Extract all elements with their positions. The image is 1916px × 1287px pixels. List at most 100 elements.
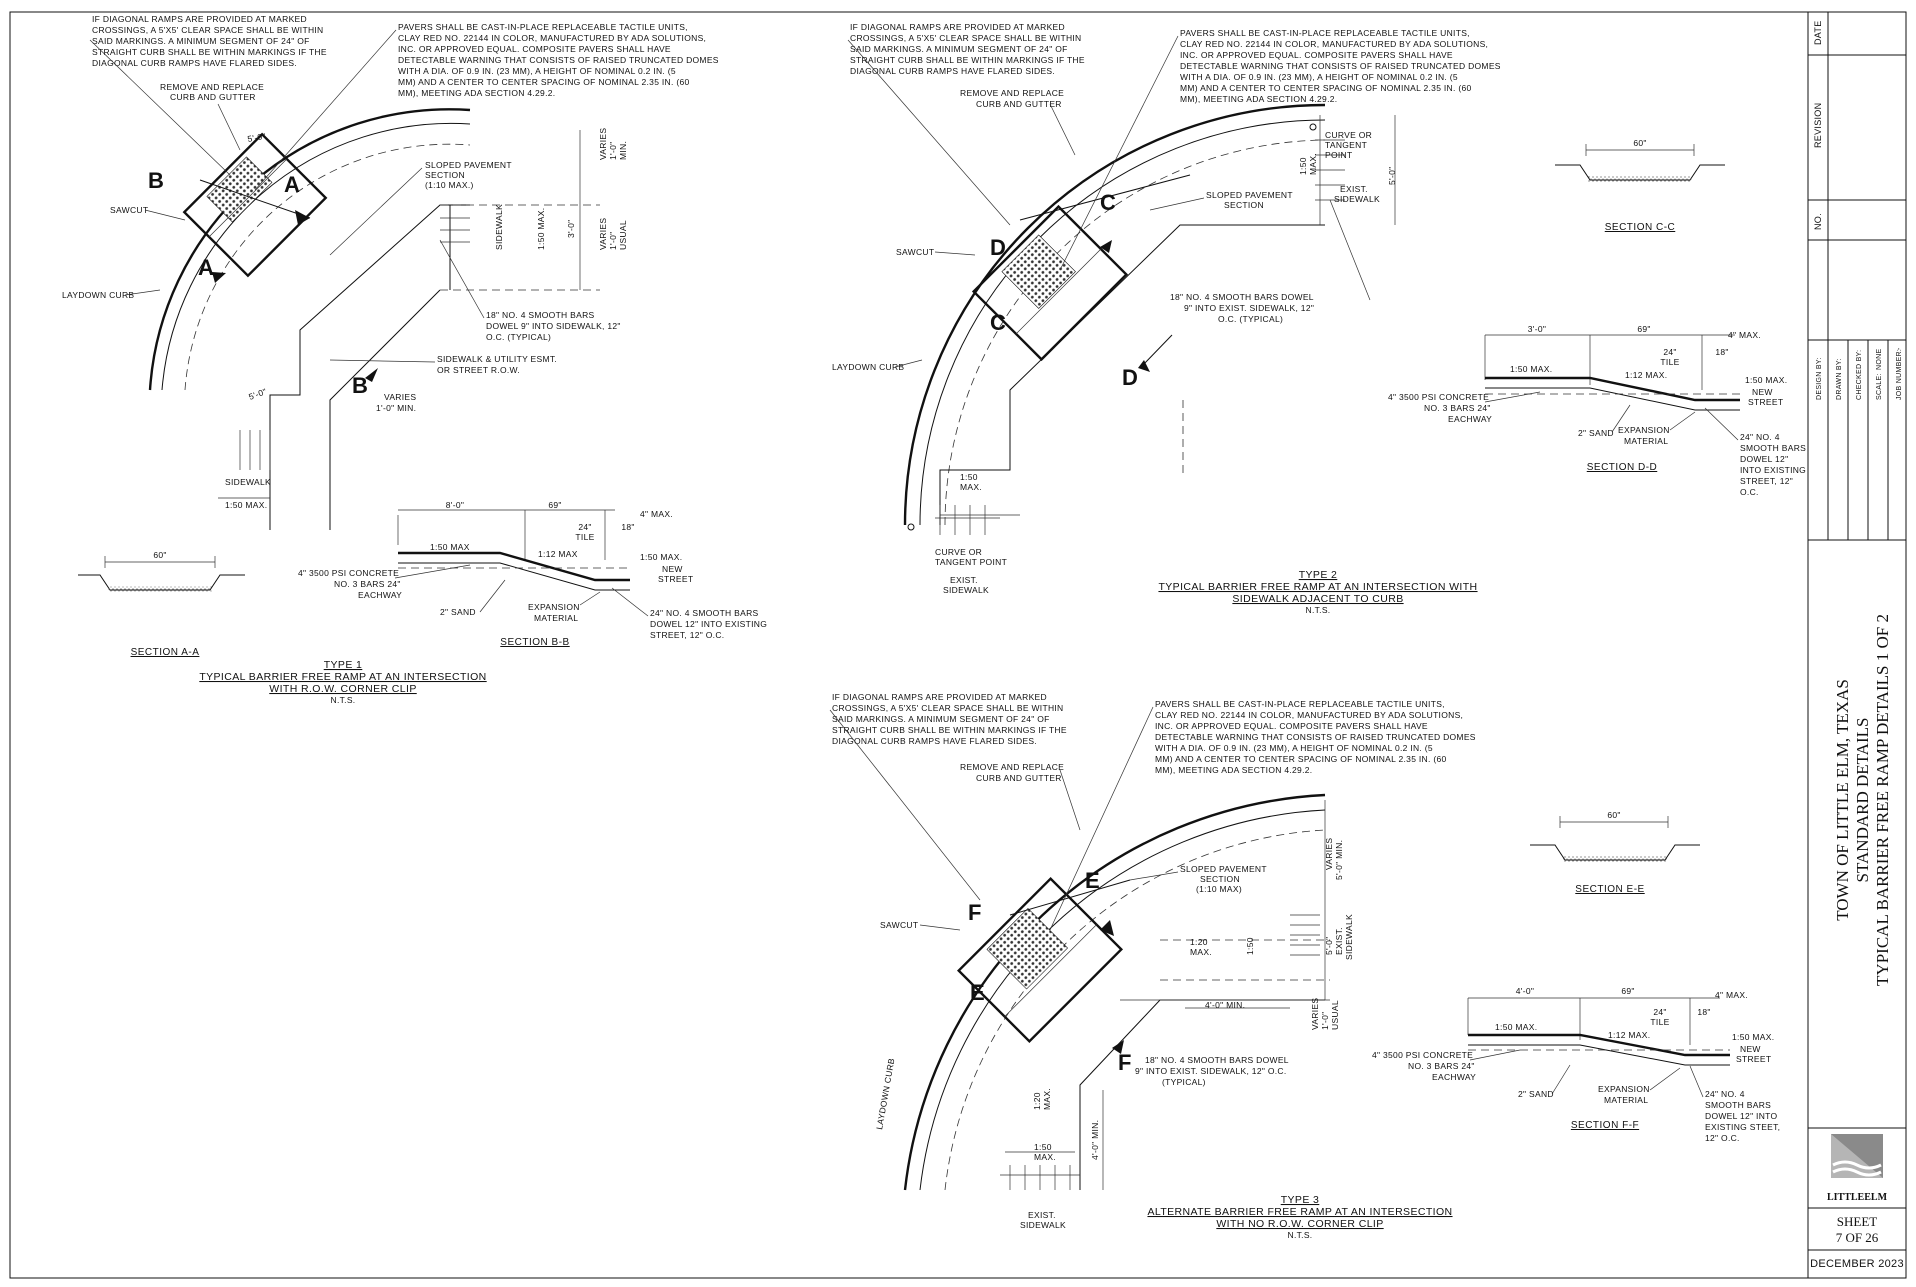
svg-text:IF DIAGONAL RAMPS ARE PROVIDED: IF DIAGONAL RAMPS ARE PROVIDED AT MARKED bbox=[832, 692, 1047, 702]
t1-remove-1: REMOVE AND REPLACE bbox=[160, 82, 264, 92]
svg-text:1:50 MAX.: 1:50 MAX. bbox=[1510, 364, 1552, 374]
svg-text:PAVERS SHALL BE CAST-IN-PLACE: PAVERS SHALL BE CAST-IN-PLACE REPLACEABL… bbox=[398, 22, 688, 32]
svg-text:1:12 MAX.: 1:12 MAX. bbox=[1608, 1030, 1650, 1040]
info-checked-by: CHECKED BY: bbox=[1856, 350, 1863, 400]
t3-exist-v1: EXIST. bbox=[1334, 927, 1344, 955]
project-title: TOWN OF LITTLE ELM, TEXAS bbox=[1833, 679, 1852, 921]
t3-dim5-v: 5'-0" bbox=[1324, 937, 1334, 955]
t2-exist-b1: EXIST. bbox=[950, 575, 978, 585]
svg-text:CROSSINGS, A 5'X5' CLEAR SPACE: CROSSINGS, A 5'X5' CLEAR SPACE SHALL BE … bbox=[92, 25, 324, 35]
svg-text:69": 69" bbox=[1637, 324, 1650, 334]
svg-text:24": 24" bbox=[1663, 347, 1676, 357]
t3-dowel-3: (TYPICAL) bbox=[1162, 1077, 1206, 1087]
svg-text:MM) AND A CENTER TO CENTER SPA: MM) AND A CENTER TO CENTER SPACING OF NO… bbox=[1155, 754, 1447, 764]
t1-varies-top-1: VARIES bbox=[598, 128, 608, 160]
svg-text:DIAGONAL CURB RAMPS HAVE FLARE: DIAGONAL CURB RAMPS HAVE FLARED SIDES. bbox=[832, 736, 1037, 746]
svg-text:PAVERS SHALL BE CAST-IN-PLACE: PAVERS SHALL BE CAST-IN-PLACE REPLACEABL… bbox=[1180, 28, 1470, 38]
svg-text:EXPANSION: EXPANSION bbox=[1618, 425, 1670, 435]
svg-text:3'-0": 3'-0" bbox=[1528, 324, 1546, 334]
t2-exist-2: SIDEWALK bbox=[1334, 194, 1380, 204]
t3-remove-2: CURB AND GUTTER bbox=[976, 773, 1062, 783]
svg-text:CLAY RED NO. 22144 IN COLOR, M: CLAY RED NO. 22144 IN COLOR, MANUFACTURE… bbox=[1155, 710, 1463, 720]
svg-text:EXISTING STEET,: EXISTING STEET, bbox=[1705, 1122, 1780, 1132]
t1-laydown: LAYDOWN CURB bbox=[62, 290, 134, 300]
info-job-number: JOB NUMBER: bbox=[1896, 349, 1903, 400]
svg-text:TILE: TILE bbox=[1650, 1017, 1669, 1027]
svg-text:SAID MARKINGS. A MINIMUM SEGM: SAID MARKINGS. A MINIMUM SEGMENT OF 24" … bbox=[832, 714, 1050, 724]
t2-slope-v1b: MAX. bbox=[1308, 153, 1318, 175]
type3-title: TYPE 3 ALTERNATE BARRIER FREE RAMP AT AN… bbox=[1147, 1194, 1452, 1240]
t1-varies-top-2: 1'-0" bbox=[608, 142, 618, 160]
svg-text:MATERIAL: MATERIAL bbox=[1624, 436, 1668, 446]
t2-curve-b1: CURVE OR bbox=[935, 547, 982, 557]
svg-text:N.T.S.: N.T.S. bbox=[331, 695, 356, 705]
sheet-number: 7 OF 26 bbox=[1836, 1230, 1879, 1245]
svg-text:SIDEWALK ADJACENT TO CURB: SIDEWALK ADJACENT TO CURB bbox=[1232, 593, 1403, 605]
svg-text:TYPICAL BARRIER FREE RAMP AT A: TYPICAL BARRIER FREE RAMP AT AN INTERSEC… bbox=[1158, 581, 1477, 593]
t2-dowel-2: 9" INTO EXIST. SIDEWALK, 12" bbox=[1184, 303, 1314, 313]
section-aa: 60" SECTION A-A bbox=[78, 550, 245, 658]
svg-text:4" 3500 PSI CONCRETE: 4" 3500 PSI CONCRETE bbox=[1388, 392, 1489, 402]
t3-varies-top-1: VARIES bbox=[1324, 838, 1334, 870]
info-design-by: DESIGN BY: bbox=[1816, 357, 1823, 400]
svg-text:WITH NO R.O.W. CORNER CLIP: WITH NO R.O.W. CORNER CLIP bbox=[1216, 1218, 1383, 1230]
type3-plan: E E F F IF DIAGONAL RAMPS ARE PROVIDED A… bbox=[829, 692, 1475, 1230]
t1-dowel-3: O.C. (TYPICAL) bbox=[486, 332, 551, 342]
svg-text:12" O.C.: 12" O.C. bbox=[1705, 1133, 1740, 1143]
svg-text:8'-0": 8'-0" bbox=[446, 500, 464, 510]
t2-pavers-note: PAVERS SHALL BE CAST-IN-PLACE REPLACEABL… bbox=[1180, 28, 1500, 104]
svg-text:60": 60" bbox=[153, 550, 166, 560]
svg-text:SECTION E-E: SECTION E-E bbox=[1575, 884, 1644, 895]
t3-slope-120b: MAX. bbox=[1190, 947, 1212, 957]
svg-text:4" 3500 PSI CONCRETE: 4" 3500 PSI CONCRETE bbox=[298, 568, 399, 578]
t3-min4-v: 4'-0" MIN. bbox=[1090, 1120, 1100, 1160]
svg-text:STREET, 12": STREET, 12" bbox=[1740, 476, 1793, 486]
svg-text:STREET: STREET bbox=[1736, 1054, 1771, 1064]
t1-cut-b1: B bbox=[148, 168, 164, 193]
t2-sloped-1: SLOPED PAVEMENT bbox=[1206, 190, 1293, 200]
svg-text:60": 60" bbox=[1607, 810, 1620, 820]
t2-laydown: LAYDOWN CURB bbox=[832, 362, 904, 372]
svg-text:24" NO. 4: 24" NO. 4 bbox=[1705, 1089, 1745, 1099]
svg-text:EACHWAY: EACHWAY bbox=[358, 590, 402, 600]
svg-text:69": 69" bbox=[1621, 986, 1634, 996]
t1-varies-top-3: MIN. bbox=[618, 141, 628, 160]
svg-text:2" SAND: 2" SAND bbox=[1578, 428, 1614, 438]
logo-text: LITTLEELM bbox=[1827, 1192, 1888, 1203]
t2-curve-3: POINT bbox=[1325, 150, 1352, 160]
t1-diagonal-note: IF DIAGONAL RAMPS ARE PROVIDED AT MARKED… bbox=[92, 14, 327, 68]
svg-text:INC. OR APPROVED EQUAL. COMPO: INC. OR APPROVED EQUAL. COMPOSITE PAVERS… bbox=[398, 44, 671, 54]
svg-text:EACHWAY: EACHWAY bbox=[1448, 414, 1492, 424]
svg-text:4" MAX.: 4" MAX. bbox=[1728, 330, 1761, 340]
t1-sidewalk-label: SIDEWALK bbox=[225, 477, 271, 487]
svg-text:ALTERNATE BARRIER FREE RAMP AT: ALTERNATE BARRIER FREE RAMP AT AN INTERS… bbox=[1147, 1206, 1452, 1218]
svg-text:IF DIAGONAL RAMPS ARE PROVIDED: IF DIAGONAL RAMPS ARE PROVIDED AT MARKED bbox=[850, 22, 1065, 32]
svg-text:TILE: TILE bbox=[575, 532, 594, 542]
t1-sidewalk-vert: SIDEWALK bbox=[494, 204, 504, 250]
t1-esmt-1: SIDEWALK & UTILITY ESMT. bbox=[437, 354, 557, 364]
svg-text:EXPANSION: EXPANSION bbox=[528, 602, 580, 612]
svg-text:CROSSINGS, A 5'X5' CLEAR SPACE: CROSSINGS, A 5'X5' CLEAR SPACE SHALL BE … bbox=[850, 33, 1082, 43]
svg-text:4" 3500 PSI CONCRETE: 4" 3500 PSI CONCRETE bbox=[1372, 1050, 1473, 1060]
t3-cut-e2: E bbox=[970, 980, 985, 1005]
section-dd: 3'-0" 69" 4" MAX. 24" TILE 18" 1:50 MAX.… bbox=[1388, 324, 1806, 497]
t3-slope-120: 1:20 bbox=[1190, 937, 1208, 947]
t1-sloped-3: (1:10 MAX.) bbox=[425, 180, 474, 190]
t3-sloped-3: (1:10 MAX) bbox=[1196, 884, 1242, 894]
svg-text:STRAIGHT CURB SHALL BE WITHIN: STRAIGHT CURB SHALL BE WITHIN MARKINGS I… bbox=[92, 47, 327, 57]
svg-text:SECTION B-B: SECTION B-B bbox=[500, 637, 569, 648]
svg-text:24": 24" bbox=[1653, 1007, 1666, 1017]
info-scale-value: NONE bbox=[1876, 349, 1883, 370]
svg-text:WITH A DIA. OF 0.9 IN. (23 MM): WITH A DIA. OF 0.9 IN. (23 MM), A HEIGHT… bbox=[398, 66, 676, 76]
svg-text:DIAGONAL CURB RAMPS HAVE FLARE: DIAGONAL CURB RAMPS HAVE FLARED SIDES. bbox=[850, 66, 1055, 76]
rev-header-no: NO. bbox=[1813, 213, 1823, 230]
svg-text:1:50 MAX.: 1:50 MAX. bbox=[1732, 1032, 1774, 1042]
svg-text:NO. 3 BARS 24": NO. 3 BARS 24" bbox=[1408, 1061, 1475, 1071]
svg-text:CROSSINGS, A 5'X5' CLEAR SPACE: CROSSINGS, A 5'X5' CLEAR SPACE SHALL BE … bbox=[832, 703, 1064, 713]
info-drawn-by: DRAWN BY: bbox=[1836, 358, 1843, 400]
t3-exist-v2: SIDEWALK bbox=[1344, 914, 1354, 960]
svg-text:SAID MARKINGS. A MINIMUM SEGM: SAID MARKINGS. A MINIMUM SEGMENT OF 24" … bbox=[850, 44, 1068, 54]
type2-title: TYPE 2 TYPICAL BARRIER FREE RAMP AT AN I… bbox=[1158, 569, 1477, 615]
svg-text:MATERIAL: MATERIAL bbox=[534, 613, 578, 623]
t3-slope-b: 1:50 bbox=[1034, 1142, 1052, 1152]
